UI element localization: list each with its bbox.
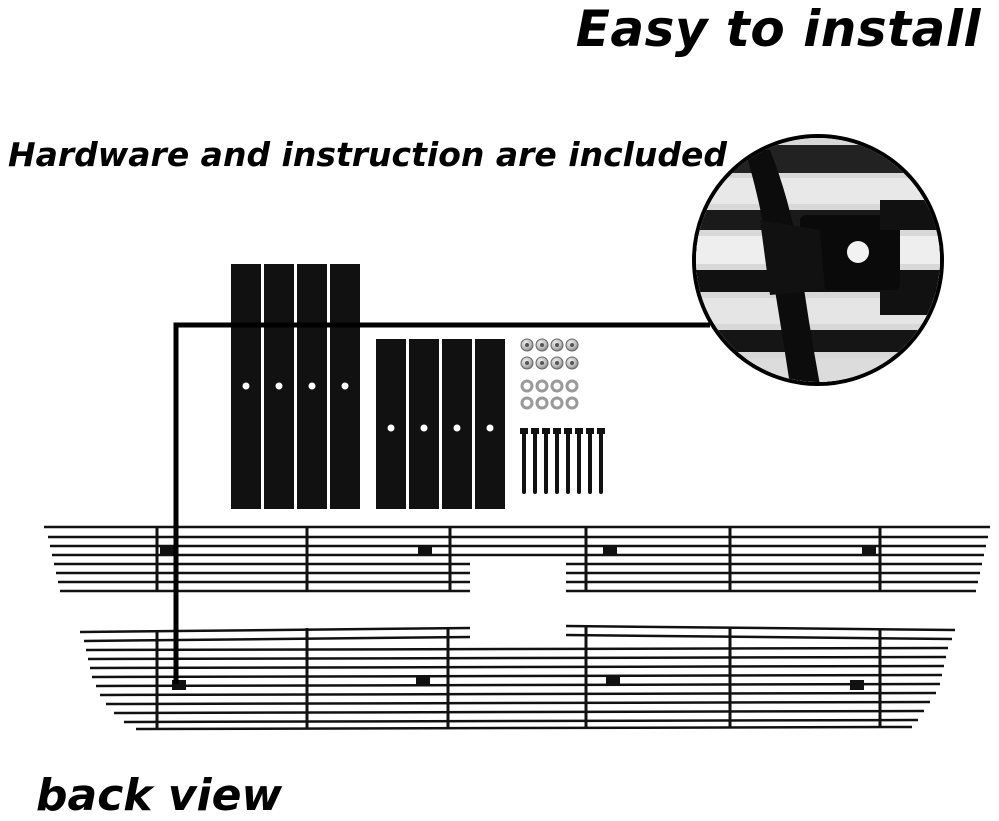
bolt-icon <box>564 428 572 494</box>
nut-icon <box>565 338 579 352</box>
long-brackets <box>231 264 360 509</box>
grille-lower-insert <box>79 624 956 731</box>
washer-icon <box>535 379 549 393</box>
hardware-caption: Hardware and instruction are included <box>8 135 728 174</box>
nut-icon <box>520 338 534 352</box>
washer-icon <box>520 379 534 393</box>
callout-line <box>173 322 710 684</box>
bolt-icon <box>542 428 550 494</box>
bolt-icon <box>575 428 583 494</box>
washer-icon <box>550 379 564 393</box>
nut-icon <box>550 338 564 352</box>
mounting-bracket-short <box>409 339 439 509</box>
grille-upper-insert <box>44 525 990 593</box>
washers <box>520 379 579 410</box>
bolts <box>520 428 605 494</box>
close-up-bracket-detail <box>692 134 944 386</box>
nut-icon <box>520 356 534 370</box>
nut-icon <box>535 338 549 352</box>
bolt-icon <box>586 428 594 494</box>
washer-icon <box>550 396 564 410</box>
bolt-icon <box>553 428 561 494</box>
bolt-icon <box>597 428 605 494</box>
washer-icon <box>535 396 549 410</box>
mounting-bracket-short <box>376 339 406 509</box>
short-brackets <box>376 339 505 509</box>
washer-icon <box>565 396 579 410</box>
mounting-bracket-long <box>297 264 327 509</box>
nut-icon <box>535 356 549 370</box>
mounting-bracket-short <box>475 339 505 509</box>
nut-icon <box>550 356 564 370</box>
nut-icon <box>565 356 579 370</box>
mounting-bracket-long <box>330 264 360 509</box>
mounting-bracket-long <box>231 264 261 509</box>
bolt-icon <box>531 428 539 494</box>
washer-icon <box>565 379 579 393</box>
washer-icon <box>520 396 534 410</box>
headline-caption: Easy to install <box>575 0 981 58</box>
mounting-bracket-short <box>442 339 472 509</box>
nuts <box>520 338 579 370</box>
bolt-icon <box>520 428 528 494</box>
view-label: back view <box>36 770 283 821</box>
mounting-bracket-long <box>264 264 294 509</box>
